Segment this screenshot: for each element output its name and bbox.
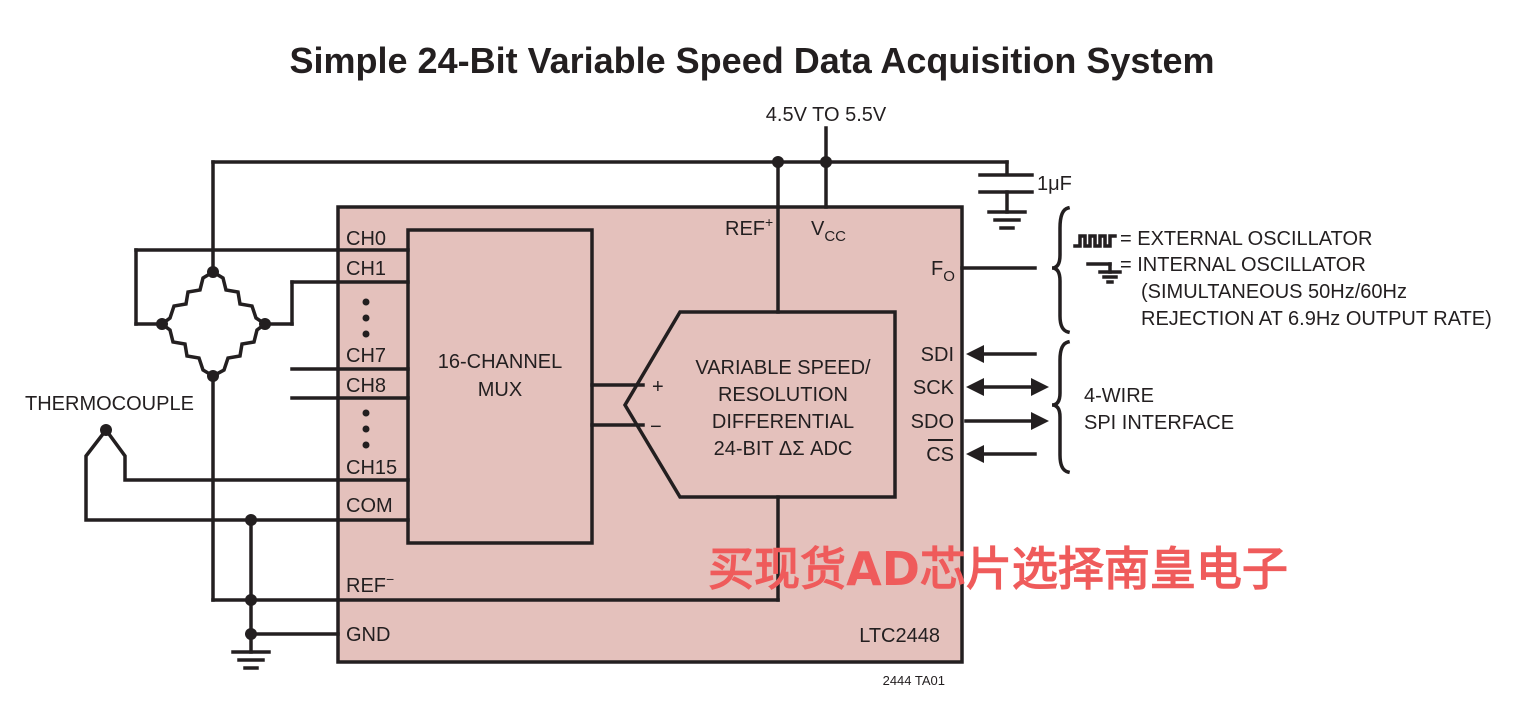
junction-dot	[772, 156, 784, 168]
channel-ellipsis	[362, 298, 370, 449]
junction-dot	[156, 318, 168, 330]
junction-dot	[820, 156, 832, 168]
spi-brace	[1051, 339, 1071, 475]
adc-label-4: 24-BIT ΔΣ ADC	[714, 438, 853, 460]
pin-ch0: CH0	[346, 228, 386, 250]
adc-label-1: VARIABLE SPEED/	[695, 357, 871, 379]
junction-dot	[245, 628, 257, 640]
thermocouple-label: THERMOCOUPLE	[25, 393, 194, 415]
ext-osc-label: = EXTERNAL OSCILLATOR	[1120, 228, 1373, 250]
pin-ch15: CH15	[346, 457, 397, 479]
pin-ch1: CH1	[346, 258, 386, 280]
pin-sck: SCK	[913, 377, 955, 399]
supply-label: 4.5V TO 5.5V	[766, 104, 887, 126]
supply-wiring	[211, 126, 1034, 314]
pin-com: COM	[346, 495, 393, 517]
spi-arrows	[964, 345, 1049, 463]
junction-dot	[245, 594, 257, 606]
oscillator-brace	[1051, 205, 1071, 335]
osc-note-1: (SIMULTANEOUS 50Hz/60Hz	[1141, 281, 1407, 303]
pin-ch7: CH7	[346, 345, 386, 367]
junction-dot	[207, 266, 219, 278]
junction-dot	[245, 514, 257, 526]
mux-block	[406, 228, 594, 545]
pin-ch8: CH8	[346, 375, 386, 397]
adc-block	[622, 310, 897, 499]
junction-dot	[259, 318, 271, 330]
pin-fo: FO	[931, 258, 955, 285]
osc-note-2: REJECTION AT 6.9Hz OUTPUT RATE)	[1141, 308, 1492, 330]
capacitor-label: 1μF	[1037, 173, 1072, 195]
pin-gnd: GND	[346, 624, 390, 646]
adc-label-3: DIFFERENTIAL	[712, 411, 854, 433]
pin-sdi: SDI	[921, 344, 954, 366]
internal-oscillator-icon	[1086, 262, 1122, 284]
adc-minus-input: −	[650, 416, 662, 438]
adc-plus-input: +	[652, 376, 664, 398]
pin-sdo: SDO	[911, 411, 954, 433]
watermark: 买现货AD芯片选择南皇电子	[708, 542, 1288, 596]
pin-cs: CS	[926, 444, 954, 466]
int-osc-label: = INTERNAL OSCILLATOR	[1120, 254, 1366, 276]
pin-ref-plus: REF+	[725, 214, 773, 240]
adc-label-2: RESOLUTION	[718, 384, 848, 406]
spi-label-2: SPI INTERFACE	[1084, 412, 1234, 434]
diagram-title: Simple 24-Bit Variable Speed Data Acquis…	[290, 40, 1215, 81]
external-oscillator-icon	[1073, 234, 1117, 248]
pin-ref-minus: REF−	[346, 571, 394, 597]
junction-dot	[207, 370, 219, 382]
mux-label-1: 16-CHANNEL	[438, 351, 562, 373]
junction-dot	[100, 424, 112, 436]
figure-id: 2444 TA01	[883, 673, 945, 688]
pin-vcc: VCC	[811, 218, 846, 245]
part-number: LTC2448	[859, 625, 940, 647]
spi-label-1: 4-WIRE	[1084, 385, 1154, 407]
mux-label-2: MUX	[478, 379, 522, 401]
